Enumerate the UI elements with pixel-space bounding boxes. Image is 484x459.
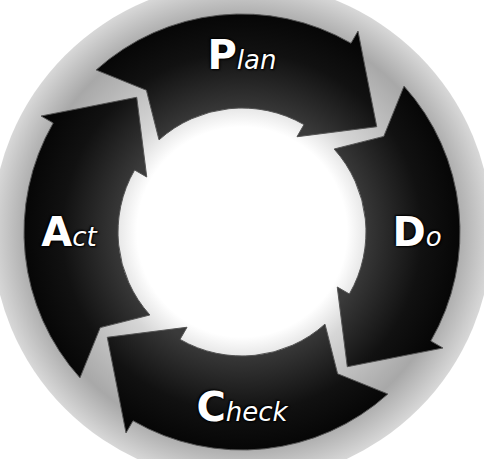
arrow-outline bbox=[334, 86, 460, 367]
arrow-outline bbox=[24, 97, 150, 378]
stage-label: Act bbox=[41, 210, 96, 254]
stage-label: Check bbox=[196, 385, 287, 429]
stage-label: Do bbox=[392, 210, 441, 254]
stage-label: Plan bbox=[208, 33, 277, 77]
arrow-outline bbox=[107, 324, 388, 450]
